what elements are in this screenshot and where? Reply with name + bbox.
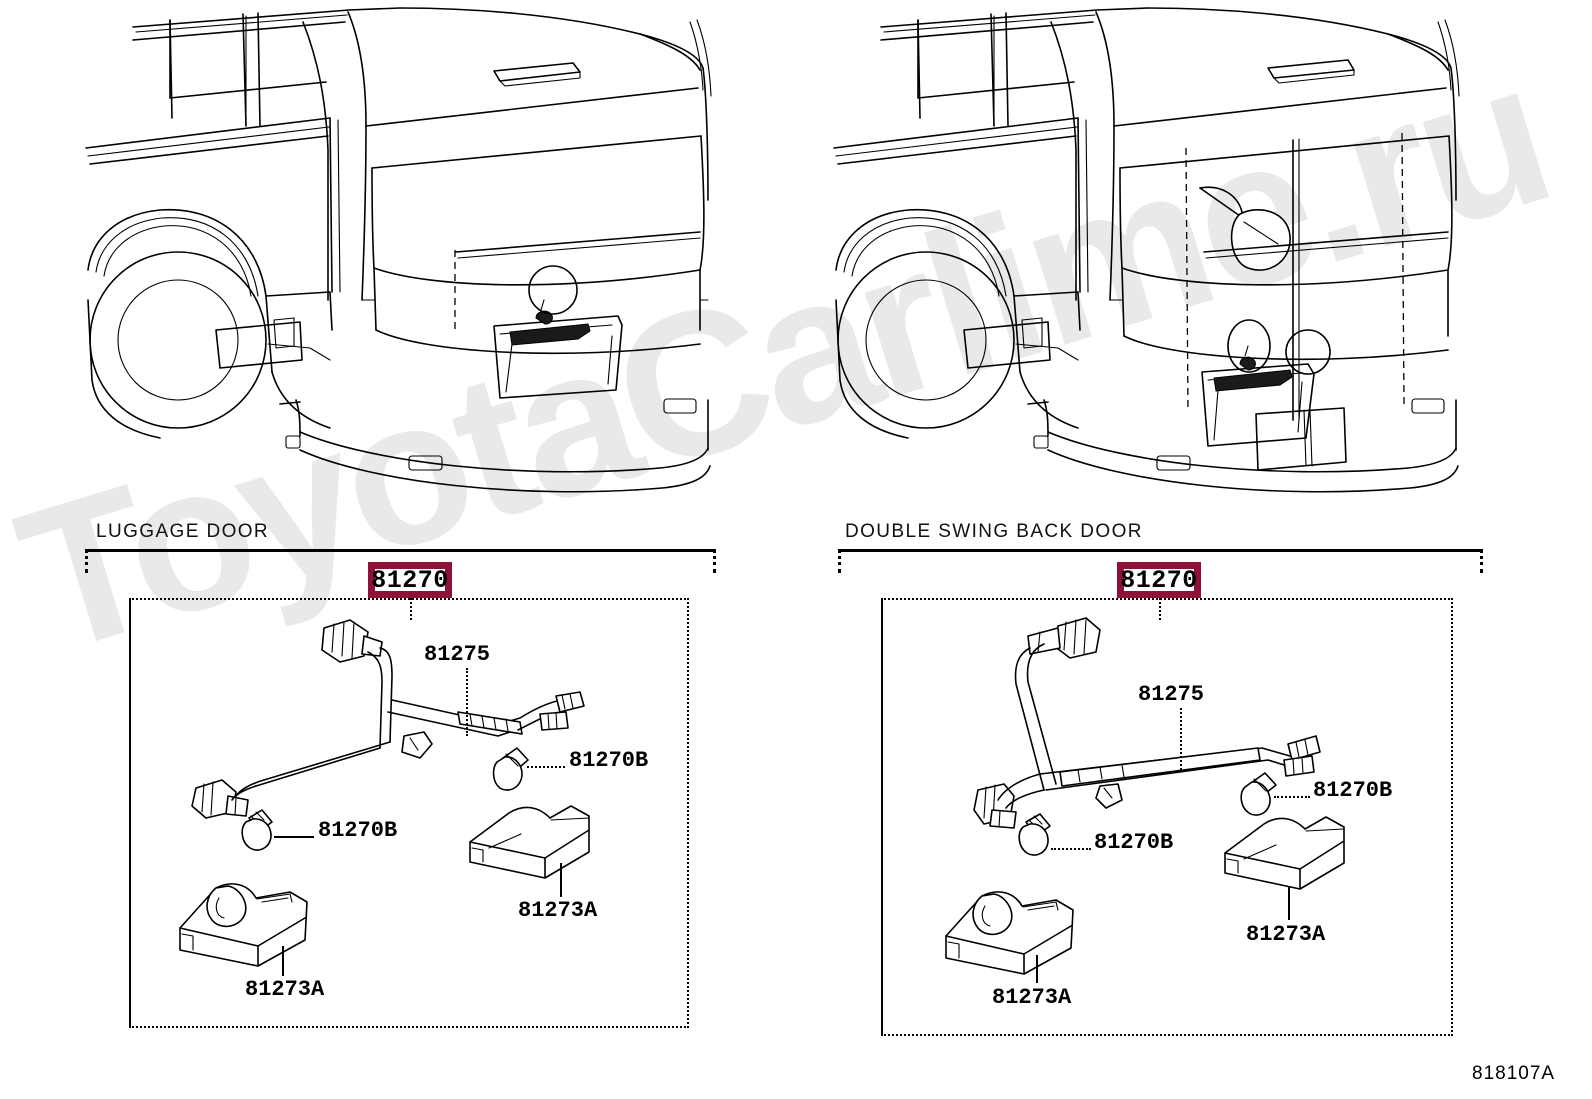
section-tick-right-double	[1480, 549, 1483, 573]
callout-81275-luggage[interactable]: 81275	[424, 642, 491, 667]
bulb-81270b-upper-right-panel	[1240, 772, 1277, 816]
leader-81273a-right-double	[1288, 886, 1290, 920]
highlight-part-81270-double[interactable]: 81270	[1117, 562, 1201, 598]
section-title-double-swing: DOUBLE SWING BACK DOOR	[845, 521, 1143, 542]
section-rule-double-swing	[838, 549, 1482, 552]
section-tick-right-luggage	[713, 549, 716, 573]
section-tick-left-double	[838, 549, 841, 573]
callout-81270b-upper-luggage[interactable]: 81270B	[569, 748, 649, 773]
lens-81273a-left-left-panel	[179, 883, 308, 967]
bulb-81270b-upper-left-panel	[492, 747, 529, 791]
vehicle-luggage-door	[85, 7, 712, 493]
callout-81275-double[interactable]: 81275	[1138, 682, 1205, 707]
callout-81270b-upper-double[interactable]: 81270B	[1313, 778, 1393, 803]
lens-81273a-right-left-panel	[469, 805, 590, 879]
bulb-81270b-lower-left-panel	[241, 809, 273, 851]
highlight-stem-double	[1159, 598, 1161, 620]
parts-luggage-door	[179, 619, 590, 967]
callout-81273a-right-luggage[interactable]: 81273A	[518, 898, 598, 923]
harness-81275-right	[973, 617, 1321, 829]
diagram-code: 818107A	[1472, 1063, 1556, 1084]
detail-panel-luggage-door	[129, 598, 689, 1028]
leader-81270b-lower-double	[1051, 848, 1091, 850]
lens-81273a-right-right-panel	[1224, 816, 1345, 890]
highlight-part-label: 81270	[371, 565, 449, 595]
callout-81273a-right-double[interactable]: 81273A	[1246, 922, 1326, 947]
highlight-part-label: 81270	[1120, 565, 1198, 595]
vehicle-double-swing-door	[833, 7, 1460, 493]
leader-81270b-upper-luggage	[527, 766, 565, 768]
harness-81275-left	[191, 619, 585, 819]
section-tick-left-luggage	[85, 549, 88, 573]
leader-81270b-upper-double	[1274, 796, 1310, 798]
leader-81273a-left-double	[1036, 955, 1038, 983]
highlight-stem-luggage	[410, 598, 412, 620]
leader-81275-double	[1180, 708, 1182, 770]
leader-81273a-left-luggage	[282, 946, 284, 976]
bulb-81270b-lower-right-panel	[1018, 813, 1051, 856]
leader-81275-luggage	[466, 668, 468, 736]
leader-81273a-right-luggage	[560, 863, 562, 897]
detail-panel-double-swing-door	[881, 598, 1453, 1036]
highlight-part-81270-luggage[interactable]: 81270	[368, 562, 452, 598]
lens-81273a-left-right-panel	[945, 891, 1074, 975]
leader-81270b-lower-luggage	[274, 836, 314, 838]
callout-81273a-left-double[interactable]: 81273A	[992, 985, 1072, 1010]
callout-81270b-lower-double[interactable]: 81270B	[1094, 830, 1174, 855]
section-title-luggage-door: LUGGAGE DOOR	[96, 521, 270, 542]
parts-double-swing-door	[945, 617, 1345, 975]
callout-81270b-lower-luggage[interactable]: 81270B	[318, 818, 398, 843]
callout-81273a-left-luggage[interactable]: 81273A	[245, 977, 325, 1002]
section-rule-luggage-door	[85, 549, 715, 552]
